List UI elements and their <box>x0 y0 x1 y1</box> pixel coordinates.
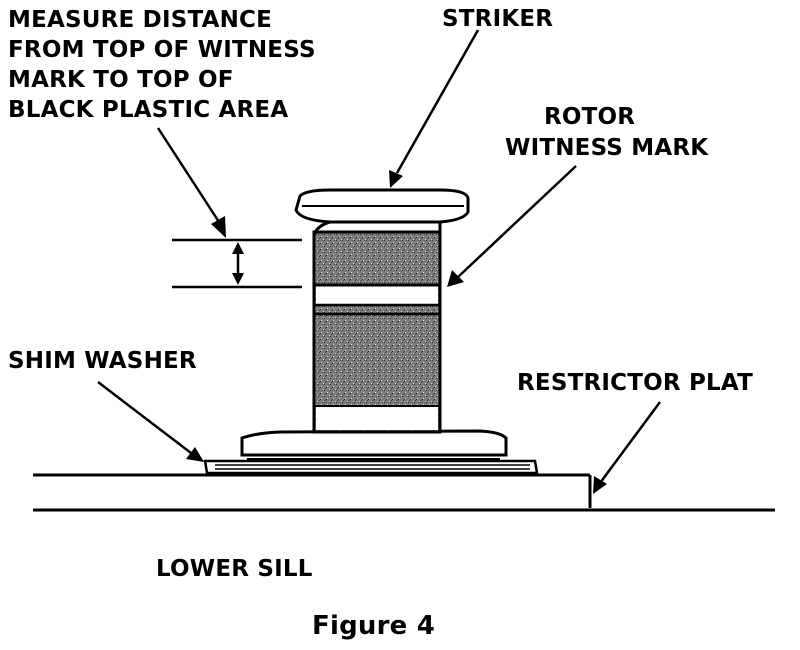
measure-label-line-4: BLACK PLASTIC AREA <box>8 97 289 123</box>
striker-base <box>240 429 508 460</box>
witness-mark-leader-arrow <box>447 165 577 287</box>
measure-label-line-2: FROM TOP OF WITNESS <box>8 37 316 63</box>
striker-cap <box>294 188 470 237</box>
lower-sill-label: LOWER SILL <box>156 556 313 582</box>
rotor-label: ROTOR <box>544 104 636 130</box>
measure-leader-arrow <box>156 127 226 238</box>
shim-washer-label: SHIM WASHER <box>8 348 197 374</box>
shim-washer <box>203 459 539 475</box>
restrictor-plate-label: RESTRICTOR PLAT <box>517 370 753 396</box>
shim-washer-leader-arrow <box>97 381 204 462</box>
measurement-indicator <box>172 238 302 289</box>
restrictor-plate-leader-arrow <box>593 401 662 494</box>
measure-label-line-3: MARK TO TOP OF <box>8 67 234 93</box>
striker-leader-arrow <box>389 29 480 188</box>
striker-label: STRIKER <box>442 6 554 32</box>
measure-label-line-1: MEASURE DISTANCE <box>8 7 273 33</box>
lower-sill <box>33 473 775 512</box>
witness-mark-label: WITNESS MARK <box>505 135 709 161</box>
rotor-body <box>312 230 442 434</box>
figure-caption: Figure 4 <box>312 611 435 641</box>
